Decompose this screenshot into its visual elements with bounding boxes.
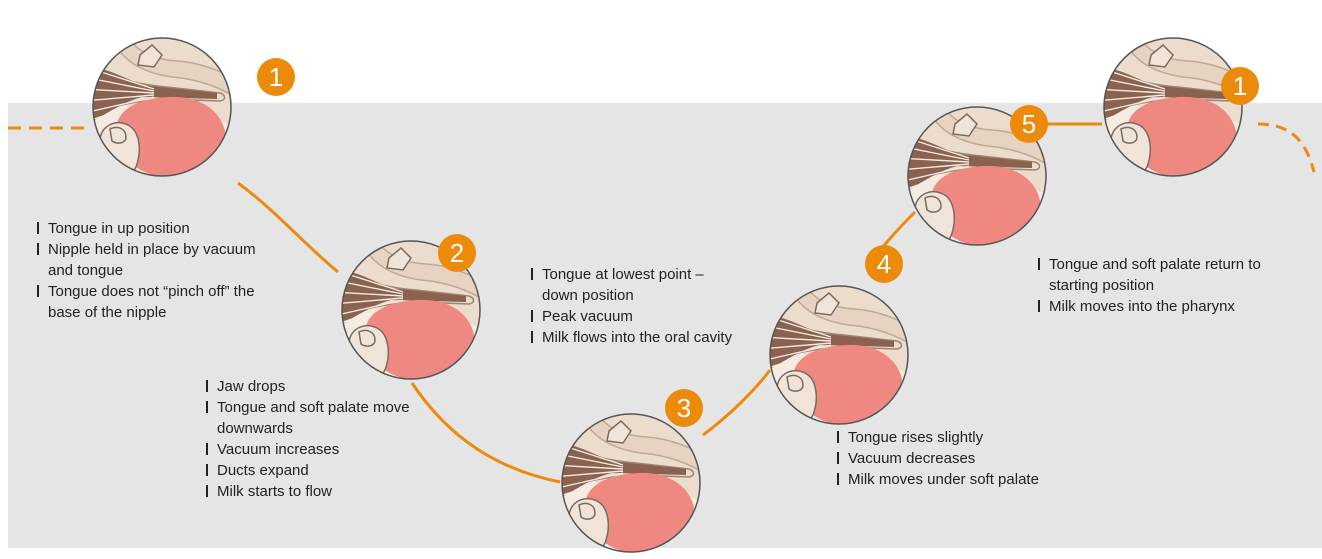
stage-badge: 1 (257, 58, 295, 96)
stage-number: 5 (1022, 109, 1036, 139)
note-stage-5: Tongue and soft palate return to startin… (1037, 254, 1307, 317)
note-item: Milk moves under soft palate (836, 469, 1051, 490)
stage-number: 4 (877, 249, 891, 279)
stage-3-circle: 3 (551, 389, 711, 559)
note-item: Milk moves into the pharynx (1037, 296, 1307, 317)
stage-number: 2 (450, 238, 464, 268)
stage-1-circle: 1 (82, 27, 295, 187)
note-item: Peak vacuum (530, 306, 735, 327)
stage-6-circle: 1 (1093, 27, 1259, 187)
note-item: Vacuum decreases (836, 448, 1051, 469)
note-item: Tongue does not “pinch off” the base of … (36, 281, 261, 323)
stage-2-circle: 2 (331, 230, 491, 390)
note-stage-4: Tongue rises slightly Vacuum decreases M… (836, 427, 1051, 490)
note-item: Milk flows into the oral cavity (530, 327, 735, 348)
note-stage-1: Tongue in up position Nipple held in pla… (36, 218, 261, 323)
stage-badge: 5 (1010, 105, 1048, 143)
stage-badge: 4 (865, 245, 903, 283)
note-item: Tongue at lowest point – down position (530, 264, 735, 306)
stage-badge: 3 (665, 389, 703, 427)
note-item: Ducts expand (205, 460, 420, 481)
stage-number: 1 (269, 62, 283, 92)
stage-badge: 1 (1221, 67, 1259, 105)
note-item: Nipple held in place by vacuum and tongu… (36, 239, 261, 281)
note-item: Vacuum increases (205, 439, 420, 460)
stage-number: 3 (677, 393, 691, 423)
mouth-illustration (82, 27, 242, 187)
note-stage-3: Tongue at lowest point – down position P… (530, 264, 735, 348)
stage-5-circle: 5 (897, 96, 1057, 256)
stage-number: 1 (1233, 71, 1247, 101)
mouth-illustration (759, 275, 919, 435)
note-item: Milk starts to flow (205, 481, 420, 502)
stage-4-circle: 4 (759, 245, 919, 435)
note-item: Jaw drops (205, 376, 420, 397)
note-item: Tongue in up position (36, 218, 261, 239)
note-stage-2: Jaw drops Tongue and soft palate move do… (205, 376, 420, 502)
note-item: Tongue rises slightly (836, 427, 1051, 448)
note-item: Tongue and soft palate move downwards (205, 397, 420, 439)
stage-badge: 2 (438, 234, 476, 272)
mouth-illustration (1093, 27, 1253, 187)
note-item: Tongue and soft palate return to startin… (1037, 254, 1307, 296)
